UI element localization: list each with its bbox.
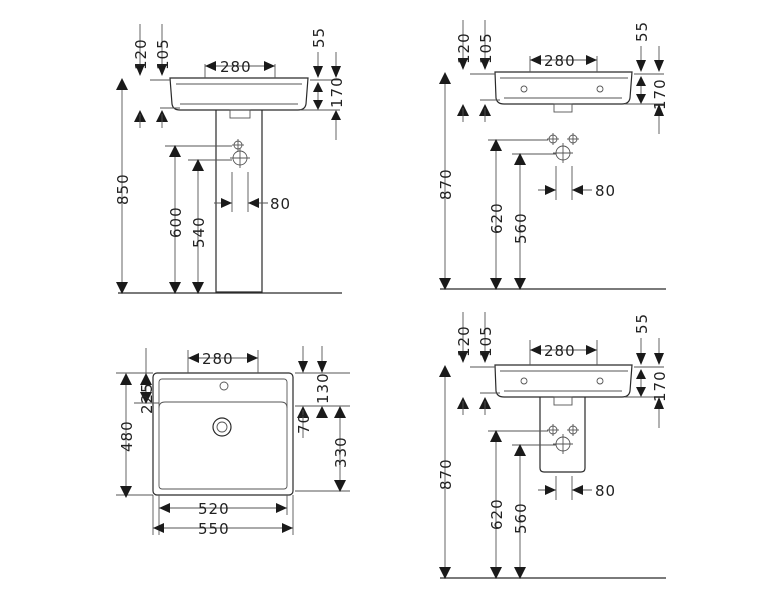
basin-outline — [494, 71, 633, 105]
pedestal-column — [215, 110, 263, 293]
semi-pedestal-view: 120 105 280 55 170 870 620 — [437, 312, 669, 579]
top-view: 280 480 225 70 130 330 520 — [116, 346, 350, 538]
dim-870-label: 870 — [437, 168, 455, 200]
dim-55-label: 55 — [310, 27, 328, 48]
dim-105-label: 105 — [477, 325, 495, 357]
dim-120-label: 120 — [455, 32, 473, 64]
basin-outline — [152, 372, 294, 496]
dim-520-label: 520 — [198, 500, 230, 518]
dim-560-label: 560 — [512, 502, 530, 534]
dim-105-label: 105 — [154, 38, 172, 70]
dim-55-label: 55 — [633, 21, 651, 42]
dim-80-label: 80 — [270, 195, 291, 213]
dim-620-label: 620 — [488, 202, 506, 234]
dim-560-label: 560 — [512, 212, 530, 244]
wall-hung-view: 120 105 280 55 170 870 620 — [437, 20, 669, 290]
dim-620-label: 620 — [488, 498, 506, 530]
dim-80-label: 80 — [595, 182, 616, 200]
dim-540-label: 540 — [190, 216, 208, 248]
dim-130-label: 130 — [314, 372, 332, 404]
dim-850-label: 850 — [114, 173, 132, 205]
overflow-nipple — [229, 109, 251, 119]
dim-170-label: 170 — [651, 370, 669, 402]
dim-170-label: 170 — [651, 78, 669, 110]
dim-330-label: 330 — [332, 436, 350, 468]
dim-600-label: 600 — [167, 206, 185, 238]
basin-outline — [169, 77, 309, 111]
dim-480-label: 480 — [118, 420, 136, 452]
drain-circle — [212, 417, 232, 437]
dim-120-label: 120 — [132, 38, 150, 70]
dim-170-label: 170 — [328, 76, 346, 108]
dim-80-label: 80 — [595, 482, 616, 500]
semi-pedestal — [539, 397, 586, 473]
dim-280-label: 280 — [544, 342, 576, 360]
dim-105-label: 105 — [477, 32, 495, 64]
dim-550-label: 550 — [198, 520, 230, 538]
dim-280-label: 280 — [202, 350, 234, 368]
basin-outline — [494, 364, 633, 398]
dim-280-label: 280 — [220, 58, 252, 76]
pedestal-view: 120 105 280 55 170 850 — [114, 24, 346, 294]
dim-225-label: 225 — [138, 382, 156, 414]
tap-hole — [219, 381, 229, 391]
dim-120-label: 120 — [455, 325, 473, 357]
dim-280-label: 280 — [544, 52, 576, 70]
dim-55-label: 55 — [633, 313, 651, 334]
dim-70-label: 70 — [295, 413, 313, 434]
dim-870-label: 870 — [437, 458, 455, 490]
